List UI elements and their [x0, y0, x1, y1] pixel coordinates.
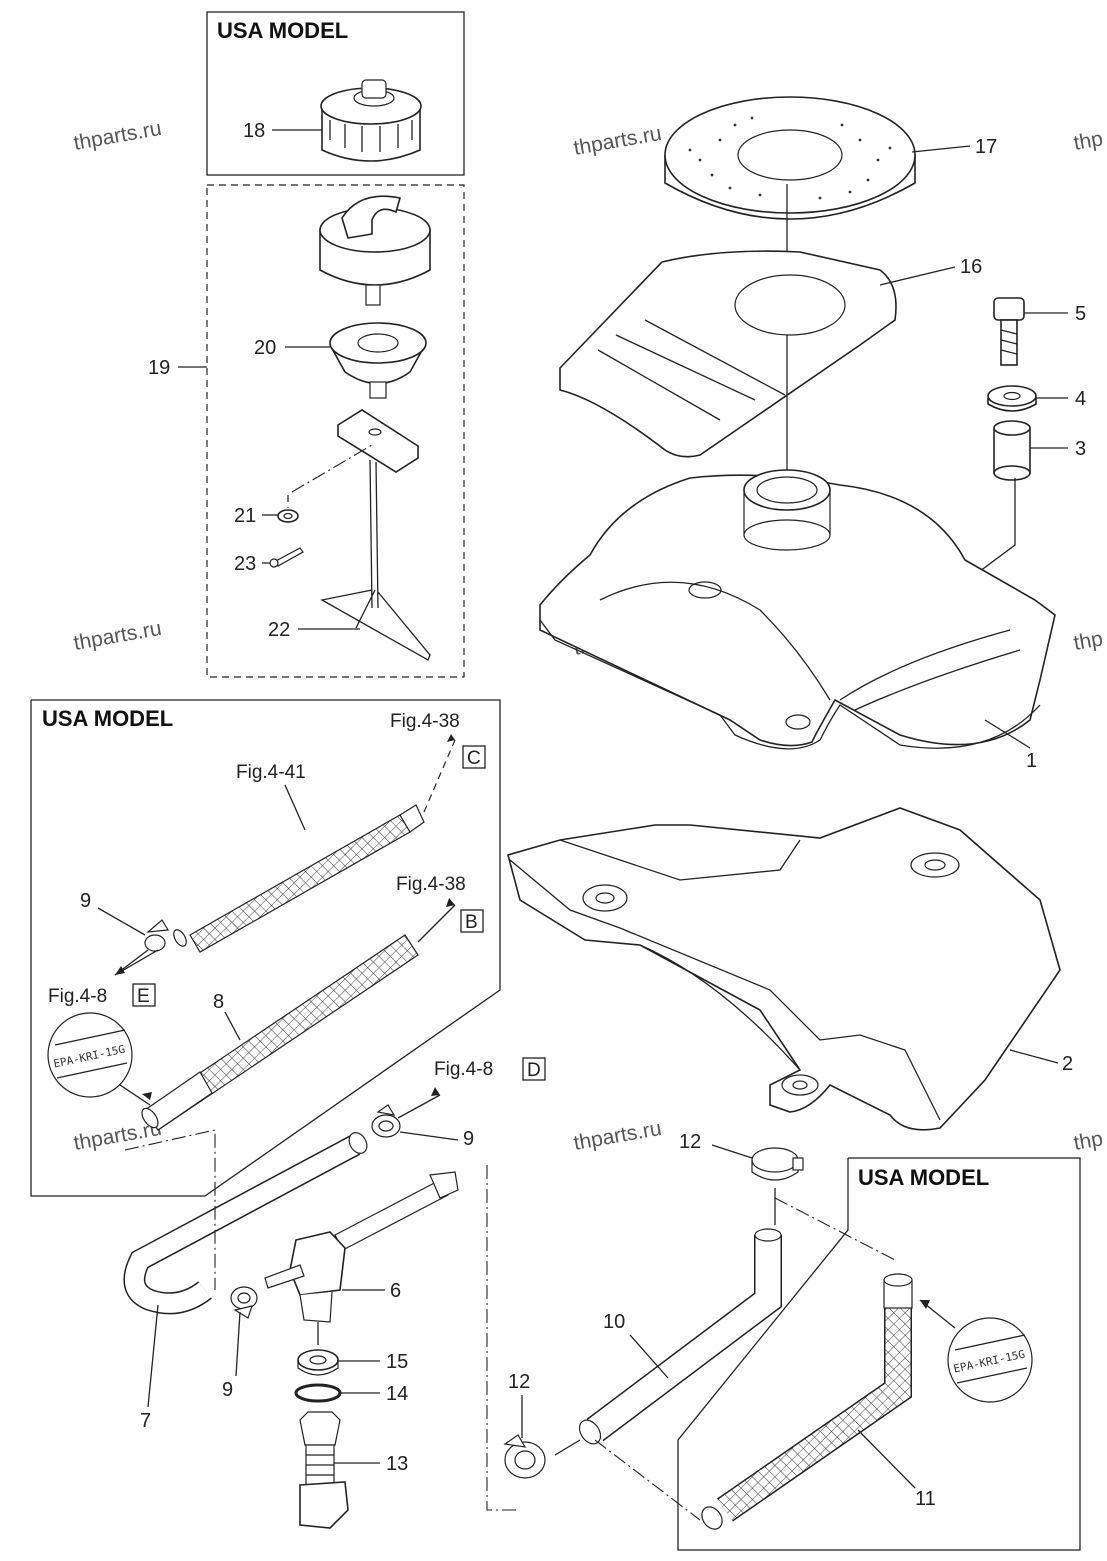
- ref-letter-d: D: [527, 1060, 541, 1081]
- callout-3: 3: [1075, 438, 1086, 460]
- pin-23-part: [269, 547, 304, 568]
- watermark: thp: [1072, 1127, 1105, 1155]
- fuel-cap-part: [319, 195, 431, 306]
- usa-model-box-left: USA MODEL: [30, 699, 501, 1197]
- clip-12-part: [751, 1147, 804, 1181]
- fuel-cock-13-part: [299, 1411, 349, 1529]
- figure-ref-e: Fig.4-8: [48, 986, 107, 1007]
- fuel-hose-7-part: [123, 1132, 368, 1315]
- fuel-cock-6-part: [264, 1171, 459, 1345]
- usa-model-label: USA MODEL: [858, 1165, 989, 1190]
- callout-13: 13: [386, 1453, 408, 1475]
- callout-10: 10: [603, 1311, 625, 1333]
- usa-model-label: USA MODEL: [217, 18, 348, 43]
- epa-stamp-right: EPA-KRI-15G: [947, 1317, 1033, 1403]
- callouts: 18 17 16 5 4 3 19 20 21 23 22 1 2 9 8 9 …: [80, 120, 1086, 1510]
- fuel-cap-usa-part: [320, 79, 422, 162]
- callout-7: 7: [140, 1410, 151, 1432]
- fuel-hose-braided-11-part: [701, 1273, 913, 1530]
- kit-19-dashed-box: [206, 184, 465, 678]
- callout-14: 14: [386, 1383, 408, 1405]
- filter-part: [329, 322, 427, 399]
- callout-1: 1: [1026, 750, 1037, 772]
- arrow-leaders: [114, 734, 930, 1309]
- watermark: thparts.ru: [572, 122, 663, 160]
- ref-box-d: [522, 1057, 546, 1081]
- watermark: thp: [1072, 627, 1105, 655]
- bolt-5-part: [993, 297, 1025, 366]
- usa-model-box-right: USA MODEL: [677, 1157, 1081, 1551]
- callout-18: 18: [243, 120, 265, 142]
- fuel-hose-10-part: [578, 1228, 782, 1445]
- clip-9-part: [230, 1286, 258, 1319]
- callout-2: 2: [1062, 1053, 1073, 1075]
- callout-11: 11: [915, 1488, 936, 1510]
- callout-5: 5: [1075, 303, 1086, 325]
- fuel-hose-braided-41-part: [173, 739, 456, 953]
- callout-12: 12: [679, 1131, 701, 1153]
- plate-16-part: [559, 250, 897, 458]
- cushion-17-part: [664, 96, 916, 220]
- ref-letter-e: E: [137, 986, 150, 1007]
- seal-15-part: [297, 1349, 339, 1376]
- callout-9: 9: [80, 890, 91, 912]
- figure-ref-hose-41: Fig.4-41: [236, 762, 306, 783]
- usa-model-label: USA MODEL: [42, 706, 173, 731]
- collar-3-part: [993, 420, 1031, 481]
- callout-9: 9: [463, 1128, 474, 1150]
- ref-letter-c: C: [467, 748, 481, 769]
- callout-21: 21: [234, 505, 256, 527]
- float-gauge-part: [320, 409, 431, 661]
- o-ring-14-part: [294, 1383, 342, 1403]
- figure-ref-b: Fig.4-38: [396, 874, 466, 895]
- callout-15: 15: [386, 1351, 408, 1373]
- callout-4: 4: [1075, 388, 1086, 410]
- callout-16: 16: [960, 256, 982, 278]
- callout-20: 20: [254, 337, 276, 359]
- watermark: thparts.ru: [72, 117, 163, 155]
- clip-9-part: [114, 919, 170, 976]
- figure-ref-d: Fig.4-8: [434, 1059, 493, 1080]
- callout-22: 22: [268, 619, 290, 641]
- callout-19: 19: [148, 357, 170, 379]
- fuel-tank-upper-part: [539, 469, 1056, 750]
- callout-17: 17: [975, 136, 997, 158]
- callout-23: 23: [234, 553, 256, 575]
- figure-ref-c: Fig.4-38: [390, 711, 460, 732]
- fuel-tank-lower-part: [507, 807, 1061, 1131]
- epa-stamp-left: EPA-KRI-15G: [47, 1012, 133, 1098]
- watermark: thparts.ru: [72, 617, 163, 655]
- callout-8: 8: [213, 991, 224, 1013]
- usa-model-box-top: USA MODEL: [206, 11, 465, 176]
- callout-12: 12: [508, 1371, 530, 1393]
- callout-6: 6: [390, 1280, 401, 1302]
- washer-21-part: [277, 495, 299, 523]
- clip-9-part: [371, 1094, 441, 1138]
- ref-letter-b: B: [465, 912, 478, 933]
- watermark: thparts.ru: [572, 1117, 663, 1155]
- callout-9: 9: [222, 1379, 233, 1401]
- watermark: thp: [1072, 127, 1105, 155]
- ref-box-b: [460, 909, 484, 933]
- washer-4-part: [987, 385, 1037, 412]
- clip-12-part: [503, 1434, 546, 1479]
- ref-box-c: [462, 745, 486, 769]
- fuel-hose-braided-8-part: [141, 904, 456, 1131]
- ref-box-e: [132, 983, 156, 1007]
